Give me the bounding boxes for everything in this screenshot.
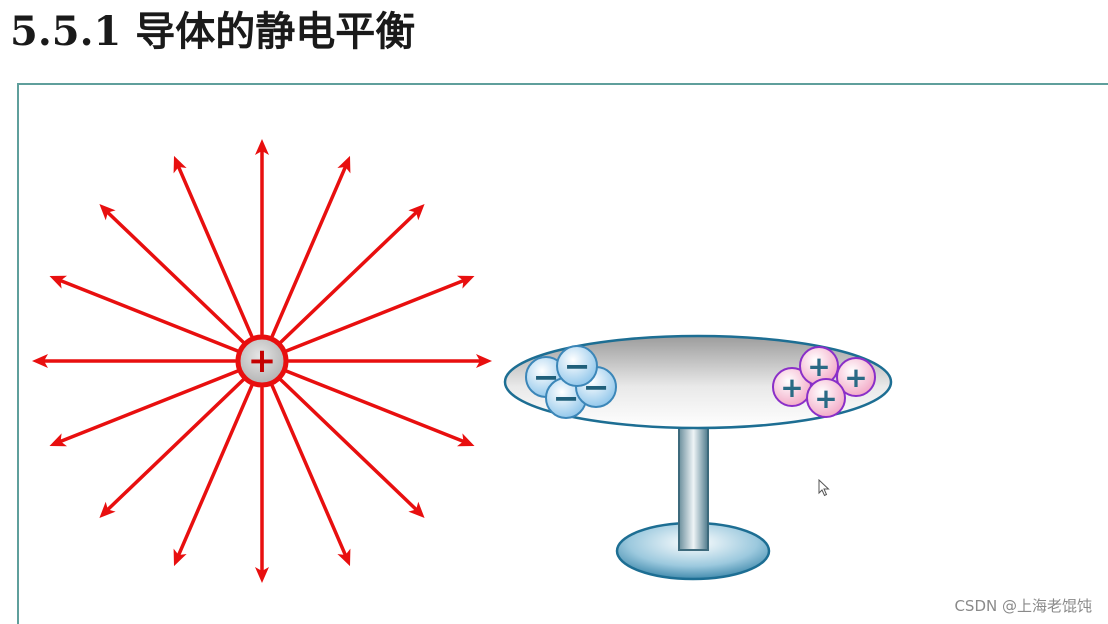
field-line [285, 278, 468, 353]
field-line-arrowhead [32, 354, 48, 368]
field-line [56, 369, 239, 444]
field-line-arrowhead [408, 204, 425, 221]
field-line-arrowhead [457, 433, 475, 447]
point-charge-body [235, 334, 289, 388]
positive-charge: + [806, 378, 846, 418]
stand-pillar [678, 425, 709, 551]
page-title: 5.5.1 导体的静电平衡 [10, 8, 416, 55]
svg-text:−: − [564, 347, 591, 385]
point-charge-sign: + [248, 341, 277, 381]
induced-negative-charges: − − − − [525, 345, 617, 419]
field-line-arrowhead [255, 567, 269, 583]
svg-text:+: + [807, 350, 830, 383]
field-line-arrowhead [173, 548, 187, 567]
field-line-arrowhead [99, 501, 116, 518]
field-line [285, 369, 468, 444]
negative-charge: − [556, 345, 598, 387]
field-line [176, 384, 254, 559]
field-line [56, 278, 239, 353]
field-line [176, 163, 254, 338]
field-line-arrowhead [173, 155, 187, 174]
field-line-arrowhead [49, 433, 67, 447]
field-line [104, 378, 245, 513]
svg-text:+: + [844, 361, 867, 394]
field-line [279, 209, 420, 344]
field-line [104, 209, 245, 344]
svg-text:+: + [814, 382, 837, 415]
field-line [279, 378, 420, 513]
induced-positive-charges: + + + + [772, 346, 876, 418]
field-line-arrowhead [408, 501, 425, 518]
electric-field-lines [32, 139, 492, 583]
field-line-arrowhead [255, 139, 269, 155]
field-line-arrowhead [476, 354, 492, 368]
field-line-arrowhead [457, 275, 475, 289]
svg-text:+: + [780, 371, 803, 404]
field-line [270, 163, 348, 338]
field-line-arrowhead [99, 204, 116, 221]
positive-point-charge: + [235, 334, 289, 388]
positive-charge: + [772, 367, 812, 407]
field-line-arrowhead [337, 155, 351, 174]
field-line [270, 384, 348, 559]
watermark: CSDN @上海老馄饨 [954, 597, 1092, 615]
field-line-arrowhead [49, 275, 67, 289]
mouse-cursor-icon [818, 479, 830, 497]
positive-charge: + [836, 357, 876, 397]
field-line-arrowhead [337, 548, 351, 567]
figure-frame [17, 83, 1108, 624]
